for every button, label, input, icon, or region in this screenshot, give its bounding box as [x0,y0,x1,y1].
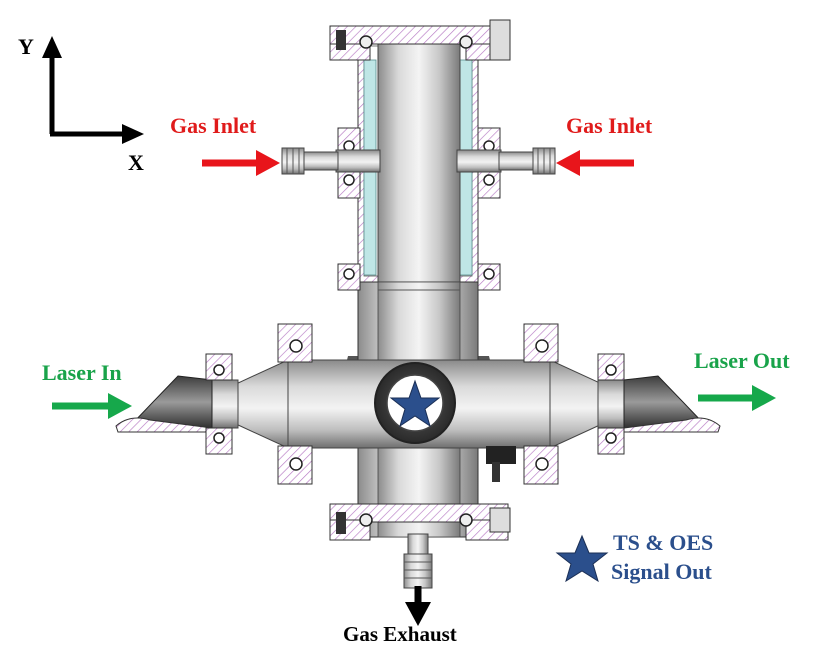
gas-inlet-fitting-right [456,147,556,175]
star-icon [389,379,441,428]
laser-in-label: Laser In [42,360,122,385]
exhaust-fitting [403,533,433,589]
vertical-tube [357,41,479,538]
side-knob [486,446,516,482]
bottom-clamp [329,503,511,541]
gas-inlet-label-left: Gas Inlet [170,113,257,138]
gas-inlet-arrow-left [202,150,280,176]
gas-inlet-fitting-left [281,147,381,175]
laser-in-arrow [52,393,132,419]
y-axis-label: Y [18,34,34,59]
x-axis-label: X [128,150,144,175]
gas-inlet-arrow-right [556,150,634,176]
laser-out-arrow [698,385,776,411]
arm-flanges [205,323,625,485]
gas-exhaust-arrow [405,586,431,626]
signal-out-label-line1: TS & OES [613,530,714,555]
axis-arrows [42,36,144,144]
star-icon [555,534,609,583]
gas-exhaust-label: Gas Exhaust [343,622,457,646]
gas-inlet-label-right: Gas Inlet [566,113,653,138]
laser-out-label: Laser Out [694,348,790,373]
top-clamp [329,19,511,61]
signal-out-label-line2: Signal Out [611,559,712,584]
